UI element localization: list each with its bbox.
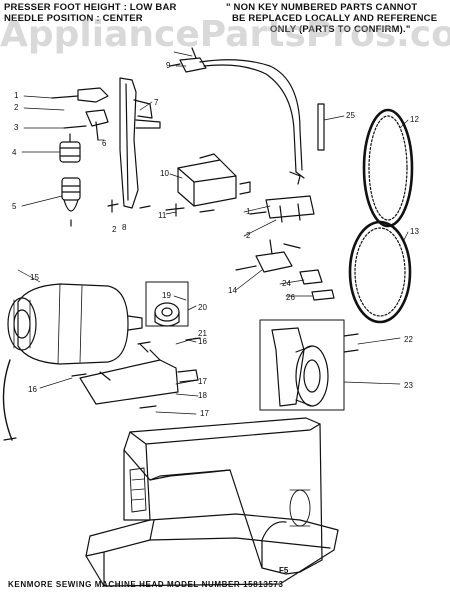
callout-22: 22 (404, 335, 413, 344)
pulley-part-20 (145, 281, 189, 327)
callout-14: 14 (228, 286, 237, 295)
clip-part-24 (299, 269, 323, 285)
callout-4: 4 (12, 148, 17, 157)
header-presser-foot: PRESSER FOOT HEIGHT : LOW BAR (4, 2, 177, 13)
motor-bracket-part-18 (79, 343, 199, 405)
callout-21: 21 (198, 329, 207, 338)
callout-7: 7 (154, 98, 159, 107)
callout-1-right: 1 (246, 207, 251, 216)
callout-10: 10 (160, 169, 169, 178)
mount-bracket-right (249, 195, 315, 223)
screws-part-22 (343, 333, 359, 353)
motor-part-15 (2, 283, 143, 441)
figure-code: F5 (279, 566, 289, 575)
callout-16: 16 (198, 337, 207, 346)
callout-labels: 1 2 3 4 5 6 7 8 9 10 11 12 13 14 15 16 1… (12, 61, 419, 418)
header-needle-position: NEEDLE POSITION : CENTER (4, 13, 143, 24)
callout-3: 3 (14, 123, 19, 132)
screw-part-17 (139, 405, 157, 409)
callout-26: 26 (286, 293, 295, 302)
callout-19: 19 (162, 291, 171, 300)
callout-20: 20 (198, 303, 207, 312)
bracket-part-9 (169, 47, 305, 185)
footer-caption: KENMORE SEWING MACHINE HEAD MODEL NUMBER… (8, 580, 284, 589)
callout-24: 24 (282, 279, 291, 288)
callout-15: 15 (30, 273, 39, 282)
rod-part-25 (317, 103, 325, 151)
callout-12: 12 (410, 115, 419, 124)
bracket-part-14 (235, 239, 301, 273)
header-note-line2: BE REPLACED LOCALLY AND REFERENCE (232, 13, 438, 24)
callout-25: 25 (346, 111, 355, 120)
callout-23: 23 (404, 381, 413, 390)
switch-part-10 (165, 153, 251, 217)
light-bulb-part-5 (61, 177, 81, 227)
header-note-line1: " NON KEY NUMBERED PARTS CANNOT (226, 2, 418, 13)
callout-16-left: 16 (28, 385, 37, 394)
callout-8: 8 (122, 223, 127, 232)
callout-17: 17 (198, 377, 207, 386)
screw-part-2-left (107, 199, 119, 213)
screw-part-16 (137, 341, 151, 345)
header-note-line3: ONLY (PARTS TO CONFIRM)." (270, 24, 411, 35)
callout-11: 11 (158, 211, 167, 220)
callout-2-lower: 2 (112, 225, 117, 234)
callout-9: 9 (166, 61, 171, 70)
needle-bar-assembly (51, 77, 161, 209)
callout-2: 2 (14, 103, 19, 112)
handwheel-bracket-part-23 (259, 319, 345, 411)
screw-part-16-left (71, 373, 87, 377)
leader-lines (17, 51, 409, 415)
callout-6: 6 (102, 139, 107, 148)
screw-part-26 (311, 289, 335, 301)
callout-1: 1 (14, 91, 19, 100)
callout-18: 18 (198, 391, 207, 400)
belt-part-12 (362, 108, 414, 228)
thread-tension-part-4 (59, 133, 81, 163)
callout-2-right: 2 (246, 231, 251, 240)
sewing-machine-head (85, 417, 339, 587)
screw-part-3 (139, 205, 151, 209)
callout-17-lower: 17 (200, 409, 209, 418)
callout-5: 5 (12, 202, 17, 211)
callout-13: 13 (410, 227, 419, 236)
belt-part-13 (348, 220, 412, 324)
